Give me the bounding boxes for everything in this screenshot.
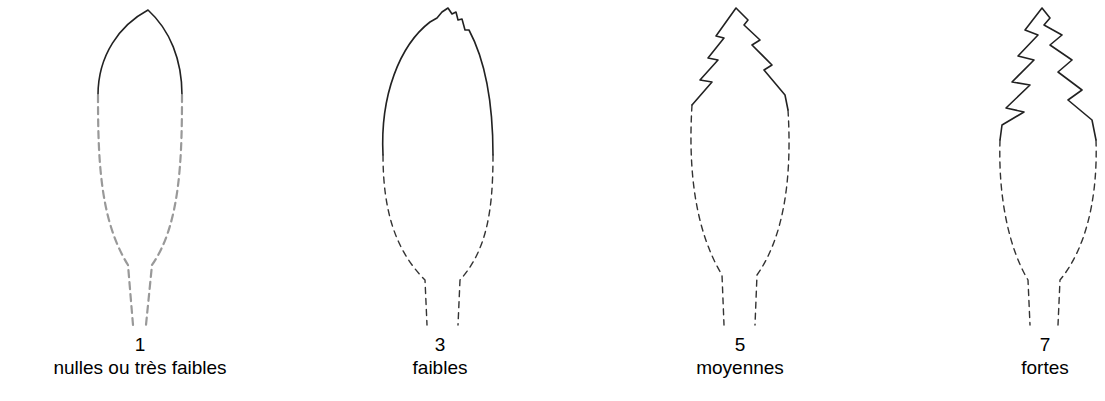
scale-number: 1 [135, 334, 146, 356]
scale-description: moyennes [696, 357, 784, 379]
leaf-outline-dashed [691, 105, 789, 325]
scale-number: 5 [735, 334, 746, 356]
leaf-outline [692, 8, 788, 110]
scale-number: 3 [435, 334, 446, 356]
scale-description: fortes [1021, 357, 1069, 379]
leaf-outline-dashed [383, 155, 493, 325]
leaf-outline [383, 8, 493, 155]
leaf-outline [98, 10, 182, 95]
scale-description: nulles ou très faibles [53, 357, 226, 379]
scale-number: 7 [1040, 334, 1051, 356]
leaf-outline-dashed [98, 95, 182, 325]
leaf-outline [1000, 8, 1096, 140]
scale-description: faibles [413, 357, 468, 379]
leaf-outline-dashed [1000, 140, 1096, 325]
